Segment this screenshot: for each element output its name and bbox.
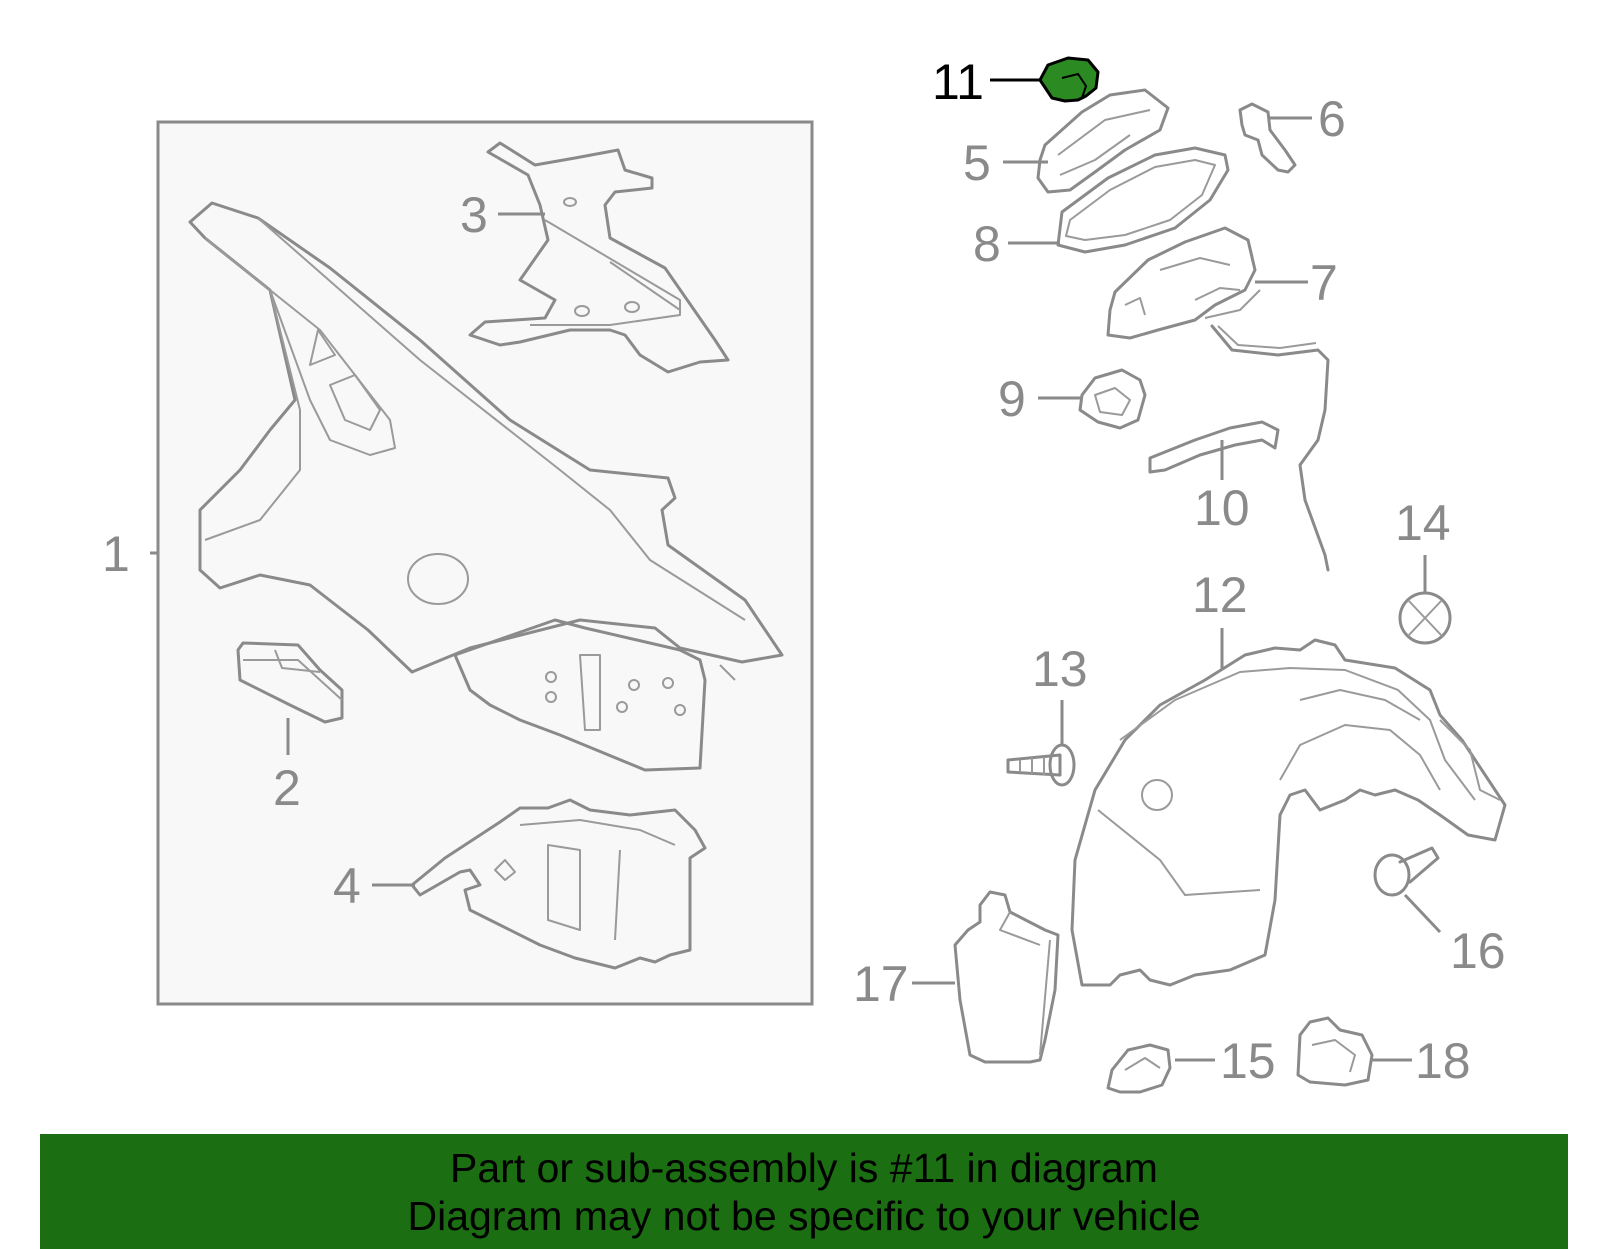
leader-lines (150, 78, 1442, 1062)
callout-4[interactable]: 4 (333, 858, 361, 914)
callout-1[interactable]: 1 (102, 526, 130, 582)
part-7-filler-housing[interactable] (1106, 226, 1330, 572)
callout-15[interactable]: 15 (1220, 1033, 1276, 1089)
part-4-extension[interactable] (410, 798, 707, 970)
callout-14[interactable]: 14 (1395, 495, 1451, 551)
part-3-reinforcement[interactable] (468, 141, 730, 374)
banner-line-disclaimer: Diagram may not be specific to your vehi… (407, 1193, 1201, 1239)
callout-7[interactable]: 7 (1310, 255, 1338, 311)
part-10-tube[interactable] (1148, 420, 1280, 474)
callout-11[interactable]: 11 (932, 54, 984, 110)
part-17-splash-shield[interactable] (953, 890, 1060, 1064)
part-14-plug[interactable] (1398, 591, 1452, 645)
callout-2[interactable]: 2 (273, 760, 301, 816)
callout-5[interactable]: 5 (963, 135, 991, 191)
banner-line-part: Part or sub-assembly is #11 in diagram (450, 1145, 1158, 1191)
part-16-push-pin[interactable] (1373, 846, 1440, 897)
callout-3[interactable]: 3 (460, 187, 488, 243)
part-9-actuator[interactable] (1078, 368, 1147, 430)
callout-18[interactable]: 18 (1415, 1033, 1471, 1089)
part-2-bracket[interactable] (236, 641, 344, 724)
assembly-box (156, 120, 814, 1006)
part-5-fuel-door[interactable] (1036, 88, 1170, 194)
callout-16[interactable]: 16 (1450, 923, 1506, 979)
info-banner: Part or sub-assembly is #11 in diagram D… (40, 1134, 1568, 1249)
callout-6[interactable]: 6 (1318, 91, 1346, 147)
part-6-clip[interactable] (1238, 102, 1297, 174)
callout-13[interactable]: 13 (1032, 641, 1088, 697)
callout-8[interactable]: 8 (973, 216, 1001, 272)
part-1-quarter-panel[interactable] (188, 201, 784, 772)
part-12-wheel-liner[interactable] (1070, 638, 1507, 987)
callout-17[interactable]: 17 (853, 956, 909, 1012)
callout-9[interactable]: 9 (998, 371, 1026, 427)
part-15-clip[interactable] (1106, 1043, 1172, 1094)
part-13-bolt[interactable] (1006, 743, 1076, 787)
part-11-fuel-cap[interactable] (1038, 56, 1100, 103)
part-8-gasket[interactable] (1056, 146, 1230, 254)
callout-10[interactable]: 10 (1194, 480, 1250, 536)
callout-12[interactable]: 12 (1192, 567, 1248, 623)
callout-labels: 1 2 3 4 5 6 7 8 9 10 11 12 13 14 15 16 1… (102, 54, 1506, 1089)
part-18-bracket[interactable] (1296, 1016, 1374, 1087)
